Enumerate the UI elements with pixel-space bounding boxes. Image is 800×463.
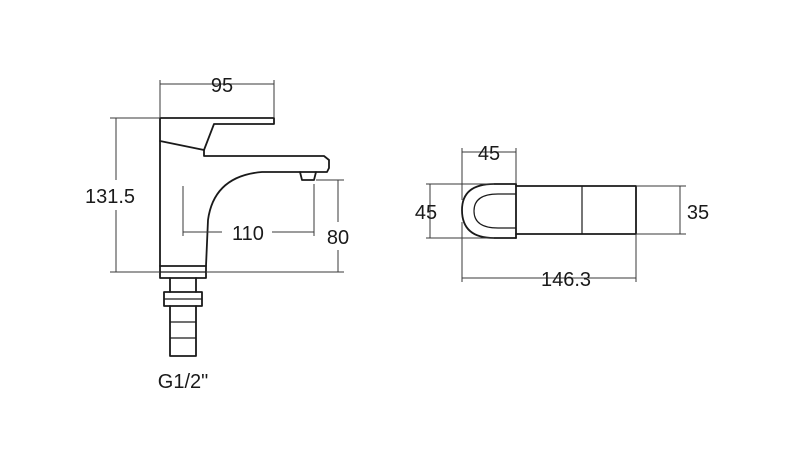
thread-label: G1/2" <box>158 371 208 393</box>
side-nut <box>163 291 203 307</box>
dim-110-label: 110 <box>232 223 264 245</box>
dim-95-label: 95 <box>211 75 233 97</box>
dim-80-label: 80 <box>327 227 349 249</box>
side-base-flange <box>159 265 207 279</box>
side-lever <box>159 117 275 151</box>
top-ring <box>473 193 516 229</box>
dim-45-top-label: 45 <box>478 143 500 165</box>
dim-131-label: 131.5 <box>85 186 135 208</box>
side-body <box>159 140 330 267</box>
side-shank-neck <box>169 277 197 293</box>
side-view: 95 131.5 110 80 G1/2" <box>85 75 349 393</box>
top-view: 45 45 35 146.3 <box>415 143 709 291</box>
top-lever <box>515 185 637 235</box>
dim-35-label: 35 <box>687 202 709 224</box>
dim-146-label: 146.3 <box>541 269 591 291</box>
side-shank <box>169 305 197 357</box>
dim-45-side-label: 45 <box>415 202 437 224</box>
top-body <box>461 183 517 239</box>
side-aerator <box>299 171 317 181</box>
